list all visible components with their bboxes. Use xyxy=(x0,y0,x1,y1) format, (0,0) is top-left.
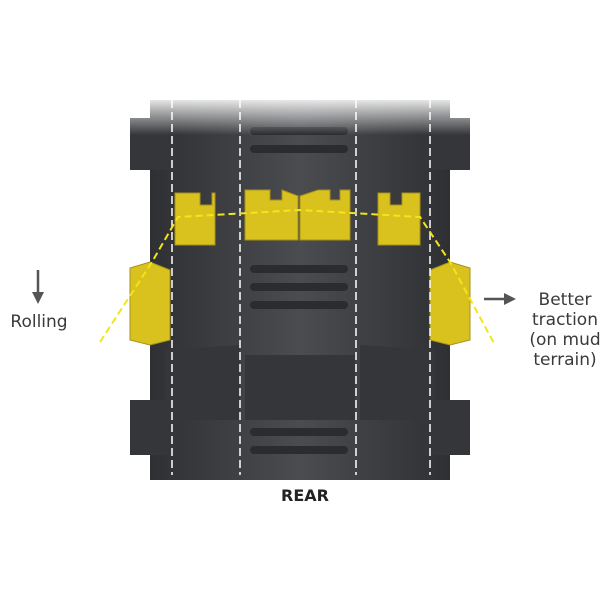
rear-label: REAR xyxy=(281,486,329,505)
better-traction-line: terrain) xyxy=(533,350,597,370)
tread-guide-lines xyxy=(171,100,431,475)
arrow-down-icon xyxy=(32,270,44,304)
arrow-right-icon xyxy=(484,293,516,305)
rolling-label: Rolling xyxy=(10,312,68,332)
center-grooves xyxy=(250,127,348,454)
highlighted-knobs xyxy=(129,189,471,346)
better-traction-label: Better traction (on mud terrain) xyxy=(520,290,610,370)
traction-profile-line xyxy=(99,208,496,346)
better-traction-line: Better xyxy=(538,290,592,310)
better-traction-line: traction xyxy=(532,310,598,330)
better-traction-line: (on mud xyxy=(529,330,601,350)
